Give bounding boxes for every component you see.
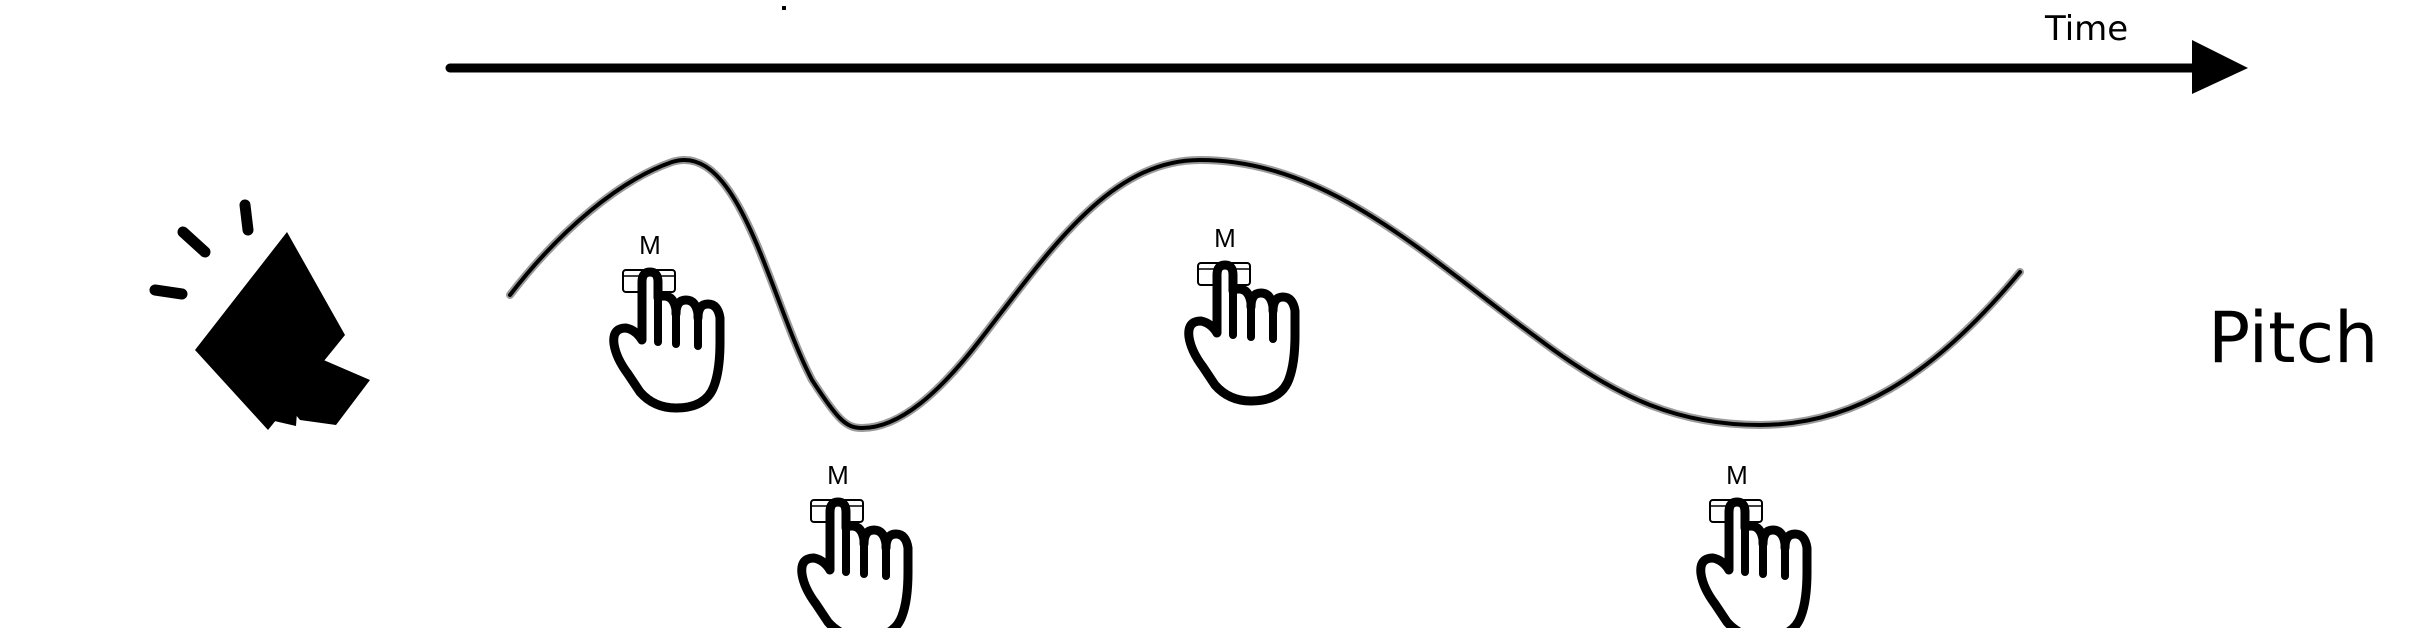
key-letter-m: M [827, 460, 849, 490]
tap-hand-icon [1701, 502, 1807, 628]
tap-marker: M [1701, 460, 1807, 628]
time-axis-arrowhead [2192, 40, 2248, 94]
tap-hand-icon [802, 502, 908, 628]
tap-marker: M [614, 230, 720, 408]
key-letter-m: M [1726, 460, 1748, 490]
pitch-label: Pitch [2208, 297, 2378, 379]
pitch-curve-line [508, 157, 2022, 431]
key-letter-m: M [639, 230, 661, 260]
time-axis-label: Time [2044, 9, 2128, 49]
time-axis: Time [445, 6, 2248, 94]
key-letter-m: M [1214, 223, 1236, 253]
megaphone-icon [149, 199, 370, 430]
pitch-curve [506, 155, 2024, 433]
tap-marker: M [1189, 223, 1295, 401]
tap-marker: M [802, 460, 908, 628]
